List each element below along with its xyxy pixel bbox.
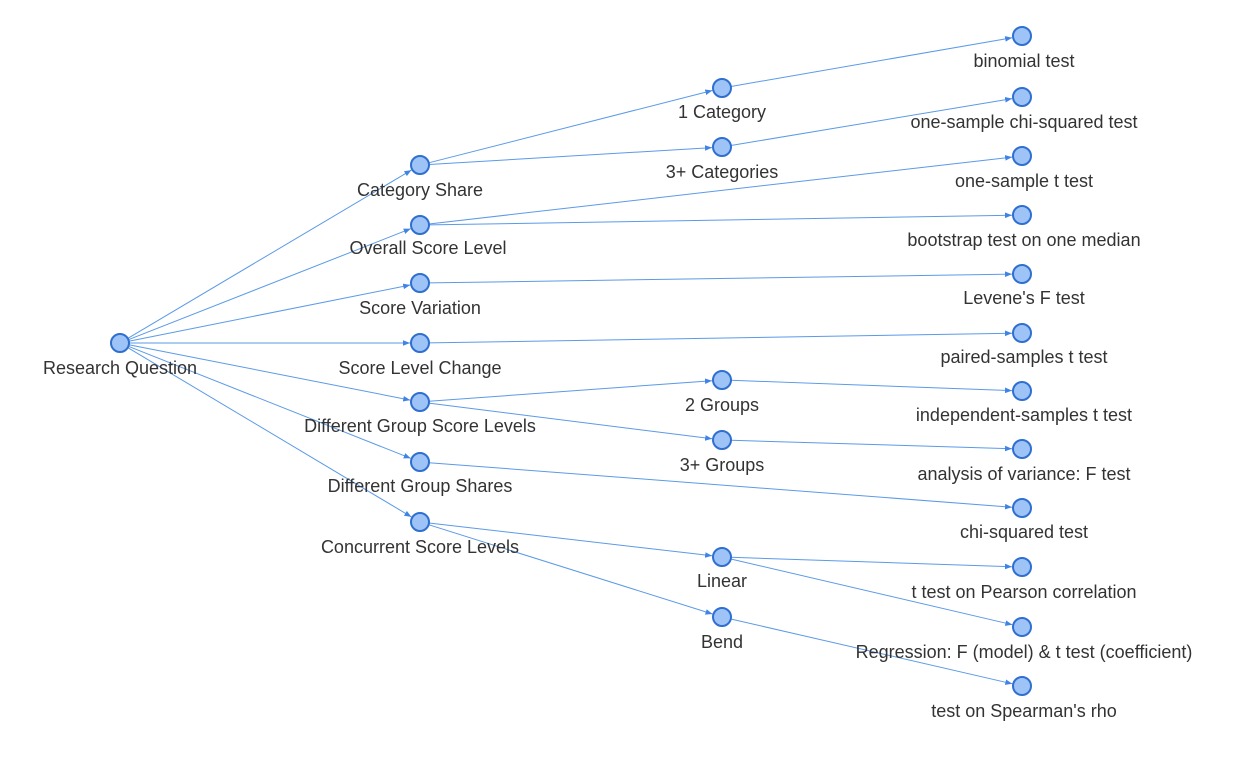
edge-overall_level-to-t_one [428,155,1013,225]
node-boot_median[interactable] [1012,205,1032,225]
edge-root-to-overall_level [128,228,411,341]
edge-diff_group_shares-to-chi_sq [428,462,1013,510]
edge-root-to-score_var [128,283,411,342]
node-diff_group_shares[interactable] [410,452,430,472]
edge-three_groups-to-anova [730,439,1013,452]
node-one_cat[interactable] [712,78,732,98]
node-label-overall_level: Overall Score Level [349,238,506,258]
node-three_cat[interactable] [712,137,732,157]
edge-root-to-diff_group_shares [128,345,411,459]
edge-cat_share-to-three_cat [428,145,713,165]
edge-diff_group_levels-to-three_groups [428,402,713,441]
node-label-level_change: Score Level Change [338,358,501,378]
edge-concurrent-to-linear [428,522,713,558]
edge-root-to-cat_share [127,169,412,339]
edge-three_cat-to-chi_one [730,96,1013,146]
node-label-t_one: one-sample t test [955,171,1093,191]
node-t_one[interactable] [1012,146,1032,166]
edges-layer [127,36,1013,685]
node-label-root: Research Question [43,358,197,378]
edge-cat_share-to-one_cat [428,89,713,164]
node-label-regression: Regression: F (model) & t test (coeffici… [856,642,1193,662]
node-root[interactable] [110,333,130,353]
node-label-levene: Levene's F test [963,288,1085,308]
node-paired_t[interactable] [1012,323,1032,343]
node-label-linear: Linear [697,571,747,591]
node-cat_share[interactable] [410,155,430,175]
node-label-t_pearson: t test on Pearson correlation [911,582,1136,602]
node-t_pearson[interactable] [1012,557,1032,577]
edge-concurrent-to-bend [428,524,713,615]
node-label-bend: Bend [701,632,743,652]
node-label-score_var: Score Variation [359,298,481,318]
node-label-indep_t: independent-samples t test [916,405,1132,425]
node-label-cat_share: Category Share [357,180,483,200]
node-label-binomial: binomial test [973,51,1074,71]
node-anova[interactable] [1012,439,1032,459]
node-label-spearman: test on Spearman's rho [931,701,1117,721]
node-label-diff_group_levels: Different Group Score Levels [304,416,536,436]
node-chi_sq[interactable] [1012,498,1032,518]
node-label-boot_median: bootstrap test on one median [907,230,1140,250]
node-linear[interactable] [712,547,732,567]
nodes-layer [110,26,1032,696]
edge-one_cat-to-binomial [730,36,1013,87]
edge-linear-to-regression [730,558,1013,626]
node-label-chi_one: one-sample chi-squared test [910,112,1137,132]
node-chi_one[interactable] [1012,87,1032,107]
node-three_groups[interactable] [712,430,732,450]
edge-two_groups-to-indep_t [730,379,1013,394]
node-indep_t[interactable] [1012,381,1032,401]
edge-bend-to-spearman [730,618,1013,685]
node-label-chi_sq: chi-squared test [960,522,1088,542]
node-label-concurrent: Concurrent Score Levels [321,537,519,557]
node-label-anova: analysis of variance: F test [917,464,1130,484]
edge-score_var-to-levene [428,271,1013,284]
node-label-paired_t: paired-samples t test [940,347,1107,367]
node-bend[interactable] [712,607,732,627]
node-overall_level[interactable] [410,215,430,235]
node-spearman[interactable] [1012,676,1032,696]
edge-level_change-to-paired_t [428,330,1013,344]
node-concurrent[interactable] [410,512,430,532]
edge-root-to-diff_group_levels [128,344,411,402]
node-label-one_cat: 1 Category [678,102,766,122]
edge-overall_level-to-boot_median [428,212,1013,226]
node-levene[interactable] [1012,264,1032,284]
node-label-diff_group_shares: Different Group Shares [328,476,513,496]
node-level_change[interactable] [410,333,430,353]
node-label-three_cat: 3+ Categories [666,162,779,182]
node-label-two_groups: 2 Groups [685,395,759,415]
edge-root-to-concurrent [127,347,412,518]
edge-linear-to-t_pearson [730,556,1013,570]
node-label-three_groups: 3+ Groups [680,455,765,475]
node-binomial[interactable] [1012,26,1032,46]
node-score_var[interactable] [410,273,430,293]
node-diff_group_levels[interactable] [410,392,430,412]
edge-diff_group_levels-to-two_groups [428,378,713,402]
node-regression[interactable] [1012,617,1032,637]
node-two_groups[interactable] [712,370,732,390]
